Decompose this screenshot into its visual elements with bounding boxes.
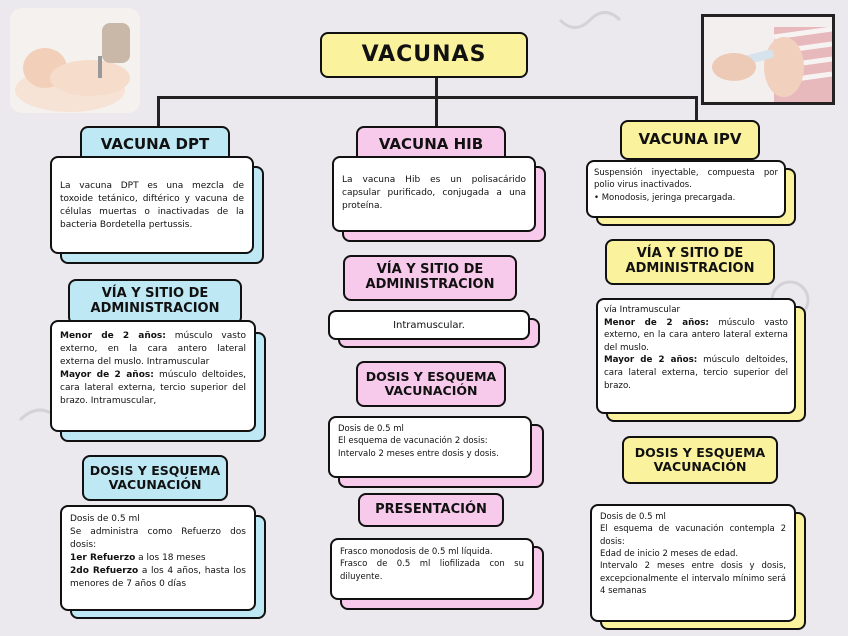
baby-vaccine-photo [10, 8, 140, 113]
ipv-description-card: Suspensión inyectable, compuesta por pol… [586, 160, 786, 218]
dpt-via-menor-label: Menor de 2 años: [60, 331, 166, 341]
hib-via-header: VÍA Y SITIO DE ADMINISTRACION [343, 255, 517, 301]
dpt-dosis-header: DOSIS Y ESQUEMA VACUNACIÓN [82, 455, 228, 501]
hib-via-card: Intramuscular. [328, 310, 530, 340]
ipv-description: Suspensión inyectable, compuesta por pol… [594, 168, 778, 191]
hib-dosis-header: DOSIS Y ESQUEMA VACUNACIÓN [356, 361, 506, 407]
dpt-dosis-card: Dosis de 0.5 ml Se administra como Refue… [60, 505, 256, 611]
page-title: VACUNAS [320, 32, 528, 78]
ipv-dosis-card: Dosis de 0.5 ml El esquema de vacunación… [590, 504, 796, 622]
hib-description: La vacuna Hib es un polisacárido capsula… [342, 175, 526, 212]
dpt-via-card: Menor de 2 años: músculo vasto externo, … [50, 320, 256, 432]
ipv-via-menor-text: músculo vasto externo, en la cara antero… [604, 317, 788, 353]
hib-pres-line2: Frasco de 0.5 ml liofilizada con su dilu… [340, 559, 524, 582]
ipv-bullet: • Monodosis, jeringa precargada. [594, 192, 736, 203]
dpt-dosis-line2: Se administra como Refuerzo dos dosis: [70, 527, 246, 551]
hib-dosis-line3: Intervalo 2 meses entre dosis y dosis. [338, 448, 499, 459]
ipv-dosis-line4: Intervalo 2 meses entre dosis y dosis, e… [600, 561, 786, 596]
hib-via-text: Intramuscular. [393, 320, 465, 331]
ipv-dosis-line2: El esquema de vacunación contempla 2 dos… [600, 524, 786, 547]
dpt-via-header: VÍA Y SITIO DE ADMINISTRACION [68, 279, 242, 325]
hib-dosis-line2: El esquema de vacunación 2 dosis: [338, 436, 488, 447]
ipv-via-menor-label: Menor de 2 años: [604, 317, 709, 328]
baby-icon [15, 23, 130, 112]
hib-dosis-card: Dosis de 0.5 ml El esquema de vacunación… [328, 416, 532, 478]
ipv-header: VACUNA IPV [620, 120, 760, 160]
dpt-ref2-text: a los 4 años, hasta los menores de 7 año… [70, 566, 246, 590]
dpt-description-card: La vacuna DPT es una mezcla de toxoide t… [50, 156, 254, 254]
hib-description-card: La vacuna Hib es un polisacárido capsula… [332, 156, 536, 232]
ipv-via-line: vía Intramuscular [604, 305, 681, 315]
ipv-via-card: vía Intramuscular Menor de 2 años: múscu… [596, 298, 796, 414]
dpt-via-menor-text: músculo vasto externo, en la cara antero… [60, 331, 246, 368]
dpt-ref1-text: a los 18 meses [138, 553, 206, 564]
dpt-via-mayor-label: Mayor de 2 años: [60, 370, 154, 381]
ipv-dosis-line3: Edad de inicio 2 meses de edad. [600, 548, 739, 559]
hib-presentacion-header: PRESENTACIÓN [358, 493, 504, 527]
hib-presentacion-card: Frasco monodosis de 0.5 ml líquida. Fras… [330, 538, 534, 600]
hib-dosis-line1: Dosis de 0.5 ml [338, 424, 404, 434]
arm-vaccine-photo [701, 14, 835, 105]
ipv-via-mayor-label: Mayor de 2 años: [604, 355, 698, 366]
ipv-dosis-line1: Dosis de 0.5 ml [600, 512, 666, 522]
hib-pres-line1: Frasco monodosis de 0.5 ml líquida. [340, 547, 493, 557]
dpt-description: La vacuna DPT es una mezcla de toxoide t… [60, 181, 244, 231]
ipv-via-header: VÍA Y SITIO DE ADMINISTRACION [605, 239, 775, 285]
ipv-dosis-header: DOSIS Y ESQUEMA VACUNACIÓN [622, 436, 778, 484]
dpt-dosis-line1: Dosis de 0.5 ml [70, 514, 140, 524]
dpt-via-mayor-text: músculo deltoides, cara lateral externa,… [60, 370, 246, 407]
ipv-via-mayor-text: músculo deltoides, cara lateral externa,… [604, 355, 789, 391]
dpt-ref1-label: 1er Refuerzo [70, 553, 136, 564]
syringe-icon [704, 17, 832, 102]
dpt-ref2-label: 2do Refuerzo [70, 566, 139, 577]
